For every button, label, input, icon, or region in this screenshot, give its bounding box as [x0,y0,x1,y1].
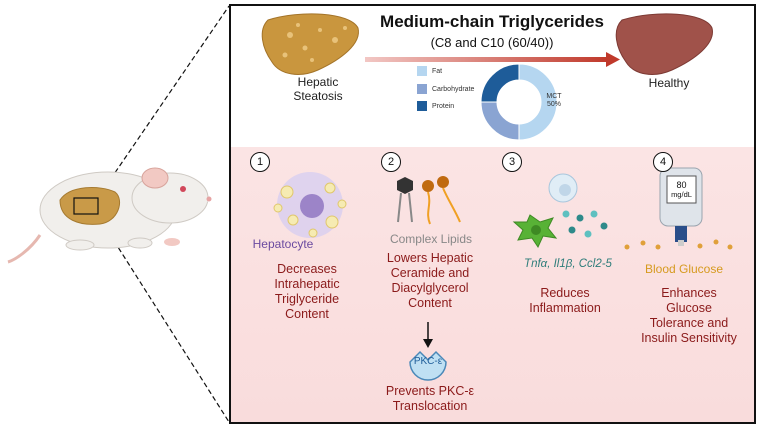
pkc-epsilon-icon [409,350,447,381]
legend-swatch-fat [417,66,427,76]
donut-slice-fat [518,63,558,141]
healthy-liver-icon [615,13,713,75]
effect-number-1: 1 [250,152,270,172]
effect-1-text: Decreases Intrahepatic Triglyceride Cont… [274,262,340,321]
glucometer-value: 80 [676,180,687,190]
effect-number-4: 4 [653,152,673,172]
glucometer-unit: mg/dL [671,190,692,199]
complex-lipids-label: Complex Lipids [389,232,473,246]
effect-number-2: 2 [381,152,401,172]
legend-swatch-carbohydrate [417,84,427,94]
hepatocyte-label: Hepatocyte [252,237,314,251]
donut-slice-carbohydrate [480,101,520,141]
hepatocyte-icon [273,172,347,238]
zoom-line-top [96,5,230,200]
page-subtitle: (C8 and C10 (60/40)) [430,35,554,50]
effect-3-text: Reduces Inflammation [529,286,601,315]
effect-2-text: Lowers Hepatic Ceramide and Diacylglycer… [386,251,474,310]
diet-composition-chart [480,63,558,141]
blood-glucose-label: Blood Glucose [644,262,724,276]
steatosis-label: Hepatic Steatosis [293,75,343,103]
effect-2-outcome: Prevents PKC-ε Translocation [385,384,475,413]
healthy-label: Healthy [648,76,690,90]
page-title: Medium-chain Triglycerides [380,12,604,31]
pkc-epsilon-label: PKC-ε [413,356,443,367]
chart-annotation: MCT 50% [546,93,562,108]
effect-4-text: Enhances Glucose Tolerance and Insulin S… [641,286,737,345]
transition-arrow-head [606,52,620,67]
glucometer-reading: 80 mg/dL [667,180,696,200]
mouse-icon [7,167,212,264]
steatotic-liver-icon [261,13,359,75]
donut-slice-protein [480,63,520,103]
effect-number-3: 3 [502,152,522,172]
zoom-box [73,197,99,215]
zoom-line-bottom [96,213,230,423]
transition-arrow-shaft [365,57,608,62]
legend-item-protein: Protein [417,101,454,111]
glucometer-icon [624,167,733,250]
cytokines-label: Tnfα, Il1β, Ccl2-5 [524,258,612,270]
legend-item-fat: Fat [417,66,442,76]
complex-lipids-icon [397,176,461,225]
macrophage-icon [512,173,608,249]
legend-item-carbohydrate: Carbohydrate [417,84,474,94]
legend-swatch-protein [417,101,427,111]
